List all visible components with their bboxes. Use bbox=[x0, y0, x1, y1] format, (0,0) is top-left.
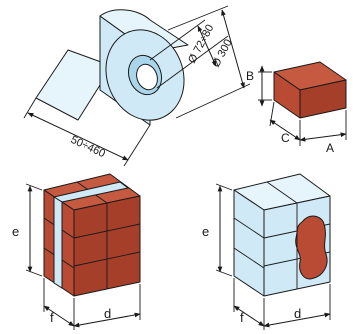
banded-stack bbox=[43, 173, 141, 297]
wrapped-stack-height-dimension: e bbox=[202, 183, 233, 277]
wrapped-stack bbox=[233, 173, 331, 297]
brick bbox=[273, 61, 347, 119]
brick-height-dimension: B bbox=[246, 65, 272, 107]
banded-stack-height-dimension: e bbox=[12, 183, 43, 277]
banded-stack-height-label: e bbox=[12, 224, 19, 239]
wrapped-stack-depth-label: f bbox=[240, 310, 244, 325]
banded-stack-width-label: d bbox=[104, 306, 111, 321]
roll-width-label: 50÷460 bbox=[69, 134, 107, 160]
wrapped-stack-width-dimension: d bbox=[263, 284, 331, 328]
banded-stack-width-dimension: d bbox=[73, 284, 141, 328]
roll-outer-diameter-label: Ø 300 bbox=[210, 37, 235, 69]
brick-side-face bbox=[299, 79, 347, 119]
brick-width-dimension: A bbox=[299, 110, 347, 155]
brick-height-label: B bbox=[246, 69, 254, 83]
brick-width-label: A bbox=[326, 141, 334, 155]
wrapped-stack-height-label: e bbox=[202, 224, 209, 239]
wrapped-stack-width-label: d bbox=[294, 306, 301, 321]
film-roll bbox=[35, 9, 189, 126]
wrapped-stack-brick-reveal bbox=[295, 215, 328, 280]
banded-stack-band-front bbox=[53, 196, 63, 289]
banded-stack-depth-label: f bbox=[50, 310, 54, 325]
film-roll-core-hole bbox=[136, 63, 158, 91]
brick-length-label: C bbox=[281, 131, 290, 145]
